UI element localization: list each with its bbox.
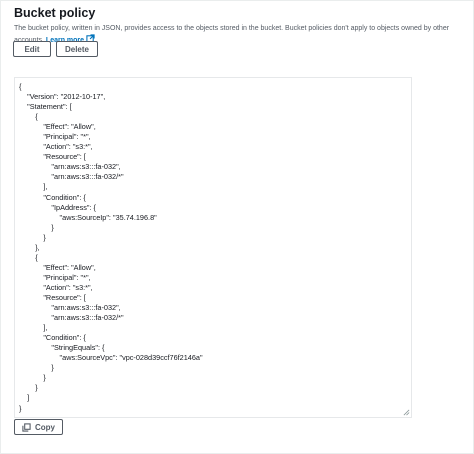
- copy-button-label: Copy: [35, 422, 55, 432]
- delete-button-label: Delete: [64, 44, 89, 54]
- description-text: The bucket policy, written in JSON, prov…: [14, 25, 450, 44]
- policy-json[interactable]: { "Version": "2012-10-17", "Statement": …: [19, 82, 203, 413]
- copy-icon: [22, 422, 31, 432]
- section-title: Bucket policy: [14, 6, 96, 20]
- policy-code-editor[interactable]: { "Version": "2012-10-17", "Statement": …: [14, 77, 412, 418]
- edit-button[interactable]: Edit: [13, 41, 51, 57]
- learn-more-label: Learn more: [45, 37, 84, 44]
- edit-button-label: Edit: [24, 44, 40, 54]
- resize-handle-icon[interactable]: [403, 409, 410, 416]
- copy-button[interactable]: Copy: [14, 419, 63, 435]
- delete-button[interactable]: Delete: [56, 41, 98, 57]
